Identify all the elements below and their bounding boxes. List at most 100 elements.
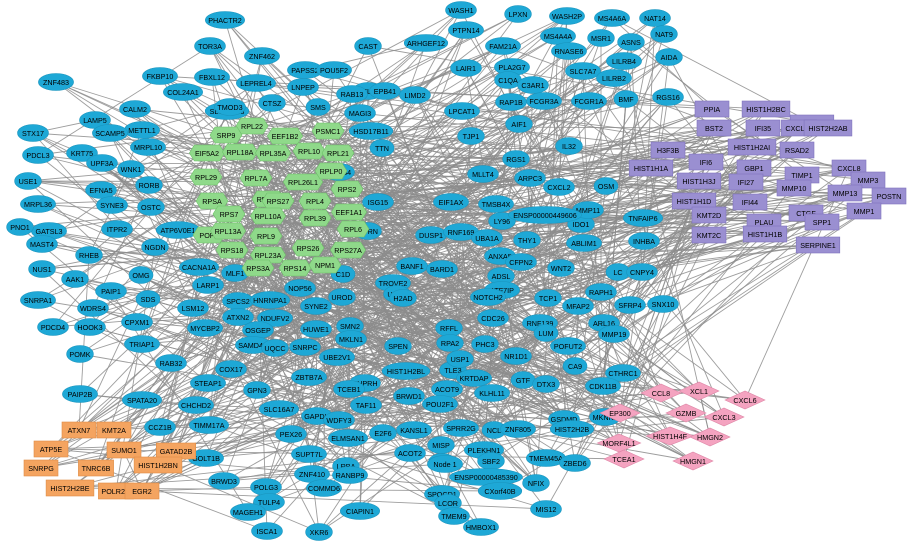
node-pdcd4[interactable]: PDCD4 bbox=[37, 318, 69, 336]
node-ppia[interactable]: PPIA bbox=[694, 100, 730, 118]
node-raph1[interactable]: RAPH1 bbox=[585, 283, 617, 301]
node-mast4[interactable]: MAST4 bbox=[26, 235, 58, 253]
node-steap1[interactable]: STEAP1 bbox=[190, 374, 226, 392]
node-pno1[interactable]: PNO1 bbox=[6, 218, 34, 236]
node-rap1b[interactable]: RAP1B bbox=[495, 93, 527, 111]
node-limd2[interactable]: LIMD2 bbox=[399, 86, 431, 104]
node-rpl21[interactable]: RPL21 bbox=[321, 144, 355, 162]
node-mllt4[interactable]: MLLT4 bbox=[467, 165, 499, 183]
node-zbed6[interactable]: ZBED6 bbox=[559, 454, 591, 472]
node-hist2h2ab[interactable]: HIST2H2AB bbox=[803, 119, 853, 137]
node-hmbox1[interactable]: HMBOX1 bbox=[463, 518, 499, 536]
node-osm[interactable]: OSM bbox=[593, 177, 619, 195]
node-ms4a4a[interactable]: MS4A4A bbox=[540, 27, 576, 45]
node-spata20[interactable]: SPATA20 bbox=[122, 391, 163, 409]
node-ccl8[interactable]: CCL8 bbox=[640, 383, 682, 403]
node-elmsan1[interactable]: ELMSAN1 bbox=[327, 429, 368, 447]
node-kmt2a[interactable]: KMT2A bbox=[96, 421, 132, 439]
node-syne3[interactable]: SYNE3 bbox=[96, 196, 128, 214]
node-mfap2[interactable]: MFAP2 bbox=[562, 297, 594, 315]
node-rpl7a[interactable]: RPL7A bbox=[239, 169, 273, 187]
node-cxcl2[interactable]: CXCL2 bbox=[543, 178, 575, 196]
node-ly96[interactable]: LY96 bbox=[488, 212, 516, 230]
node-nfix[interactable]: NFIX bbox=[522, 474, 550, 492]
node-mrpl36[interactable]: MRPL36 bbox=[20, 195, 56, 213]
node-isca1[interactable]: ISCA1 bbox=[251, 522, 283, 540]
node-sfrp4[interactable]: SFRP4 bbox=[614, 296, 646, 314]
node-node-1[interactable]: Node 1 bbox=[427, 455, 463, 473]
node-rps27[interactable]: RPS27 bbox=[261, 192, 295, 210]
node-notch2[interactable]: NOTCH2 bbox=[470, 288, 506, 306]
node-e2f6[interactable]: E2F6 bbox=[369, 424, 397, 442]
node-banf1[interactable]: BANF1 bbox=[396, 257, 428, 275]
node-rps14[interactable]: RPS14 bbox=[278, 259, 312, 277]
node-ctsz[interactable]: CTSZ bbox=[258, 94, 286, 112]
node-mmp1[interactable]: MMP1 bbox=[846, 202, 882, 220]
node-nus1[interactable]: NUS1 bbox=[28, 260, 56, 278]
node-aif1[interactable]: AIF1 bbox=[505, 115, 533, 133]
node-rorb[interactable]: RORB bbox=[135, 176, 163, 194]
node-tmsb4x[interactable]: TMSB4X bbox=[478, 195, 514, 213]
node-nat9[interactable]: NAT9 bbox=[650, 25, 678, 43]
node-atxn2[interactable]: ATXN2 bbox=[222, 308, 254, 326]
node-slc7a7[interactable]: SLC7A7 bbox=[565, 62, 601, 80]
node-sms[interactable]: SMS bbox=[305, 98, 331, 116]
node-mmp3[interactable]: MMP3 bbox=[850, 171, 886, 189]
node-lsm12[interactable]: LSM12 bbox=[177, 299, 209, 317]
node-wdfy3[interactable]: WDFY3 bbox=[323, 411, 355, 429]
node-ensp00000449606[interactable]: ENSP00000449606 bbox=[508, 206, 582, 224]
node-supt7l[interactable]: SUPT7L bbox=[291, 445, 327, 463]
node-mettl1[interactable]: METTL1 bbox=[124, 121, 160, 139]
node-mycbp2[interactable]: MYCBP2 bbox=[187, 319, 223, 337]
node-il32[interactable]: IL32 bbox=[555, 137, 583, 155]
node-brwd3[interactable]: BRWD3 bbox=[208, 472, 240, 490]
node-rpl13a[interactable]: RPL13A bbox=[210, 222, 246, 240]
node-fcgr3a[interactable]: FCGR3A bbox=[526, 92, 562, 110]
node-ifi44[interactable]: IFI44 bbox=[732, 193, 768, 211]
node-ciapin1[interactable]: CIAPIN1 bbox=[339, 502, 380, 520]
node-dtx3[interactable]: DTX3 bbox=[532, 375, 560, 393]
node-rpl10a[interactable]: RPL10A bbox=[250, 207, 286, 225]
node-kmt2d[interactable]: KMT2D bbox=[691, 206, 727, 224]
node-fcgr1a[interactable]: FCGR1A bbox=[571, 92, 607, 110]
node-arhgef12[interactable]: ARHGEF12 bbox=[403, 34, 449, 52]
node-cxcl6[interactable]: CXCL6 bbox=[724, 390, 766, 410]
node-gatad2b[interactable]: GATAD2B bbox=[156, 442, 197, 460]
node-egr2[interactable]: EGR2 bbox=[124, 482, 160, 500]
node-mageh1[interactable]: MAGEH1 bbox=[230, 503, 266, 521]
node-asns[interactable]: ASNS bbox=[617, 33, 645, 51]
node-morf4l1[interactable]: MORF4L1 bbox=[596, 433, 642, 453]
node-cthrc1[interactable]: CTHRC1 bbox=[605, 364, 641, 382]
node-mmp13[interactable]: MMP13 bbox=[827, 184, 863, 202]
node-mmp19[interactable]: MMP19 bbox=[598, 325, 630, 343]
node-tnfaip6[interactable]: TNFAIP6 bbox=[622, 209, 663, 227]
node-h2ad[interactable]: H2AD bbox=[389, 289, 417, 307]
node-eef1b2[interactable]: EEF1B2 bbox=[267, 127, 303, 145]
node-cxorf40b[interactable]: CXorf40B bbox=[477, 482, 523, 500]
node-use1[interactable]: USE1 bbox=[14, 172, 42, 190]
node-mis12[interactable]: MIS12 bbox=[530, 500, 562, 518]
node-hsd17b11[interactable]: HSD17B11 bbox=[348, 122, 394, 140]
node-efna5[interactable]: EFNA5 bbox=[85, 181, 117, 199]
node-cxcl3[interactable]: CXCL3 bbox=[703, 407, 745, 427]
node-ngdn[interactable]: NGDN bbox=[141, 238, 169, 256]
node-ablim1[interactable]: ABLIM1 bbox=[566, 234, 602, 252]
node-npm1[interactable]: NPM1 bbox=[308, 256, 342, 274]
node-dusp1[interactable]: DUSP1 bbox=[415, 226, 447, 244]
node-krt75[interactable]: KRT75 bbox=[66, 144, 98, 162]
node-hnrnpa1[interactable]: HNRNPA1 bbox=[250, 291, 291, 309]
node-kmt2c[interactable]: KMT2C bbox=[691, 226, 727, 244]
node-paip2b[interactable]: PAIP2B bbox=[62, 385, 98, 403]
node-lpxn[interactable]: LPXN bbox=[504, 5, 532, 23]
node-misp[interactable]: MISP bbox=[427, 436, 455, 454]
node-gbp1[interactable]: GBP1 bbox=[736, 159, 772, 177]
node-ube2v1[interactable]: UBE2V1 bbox=[319, 348, 355, 366]
node-cox17[interactable]: COX17 bbox=[215, 360, 247, 378]
node-polg3[interactable]: POLG3 bbox=[250, 478, 282, 496]
node-sbf2[interactable]: SBF2 bbox=[477, 452, 505, 470]
node-mmp10[interactable]: MMP10 bbox=[776, 179, 812, 197]
node-tmem9[interactable]: TMEM9 bbox=[438, 507, 470, 525]
node-ttn[interactable]: TTN bbox=[369, 139, 395, 157]
node-nat14[interactable]: NAT14 bbox=[639, 9, 671, 27]
node-timm17a[interactable]: TIMM17A bbox=[189, 416, 230, 434]
